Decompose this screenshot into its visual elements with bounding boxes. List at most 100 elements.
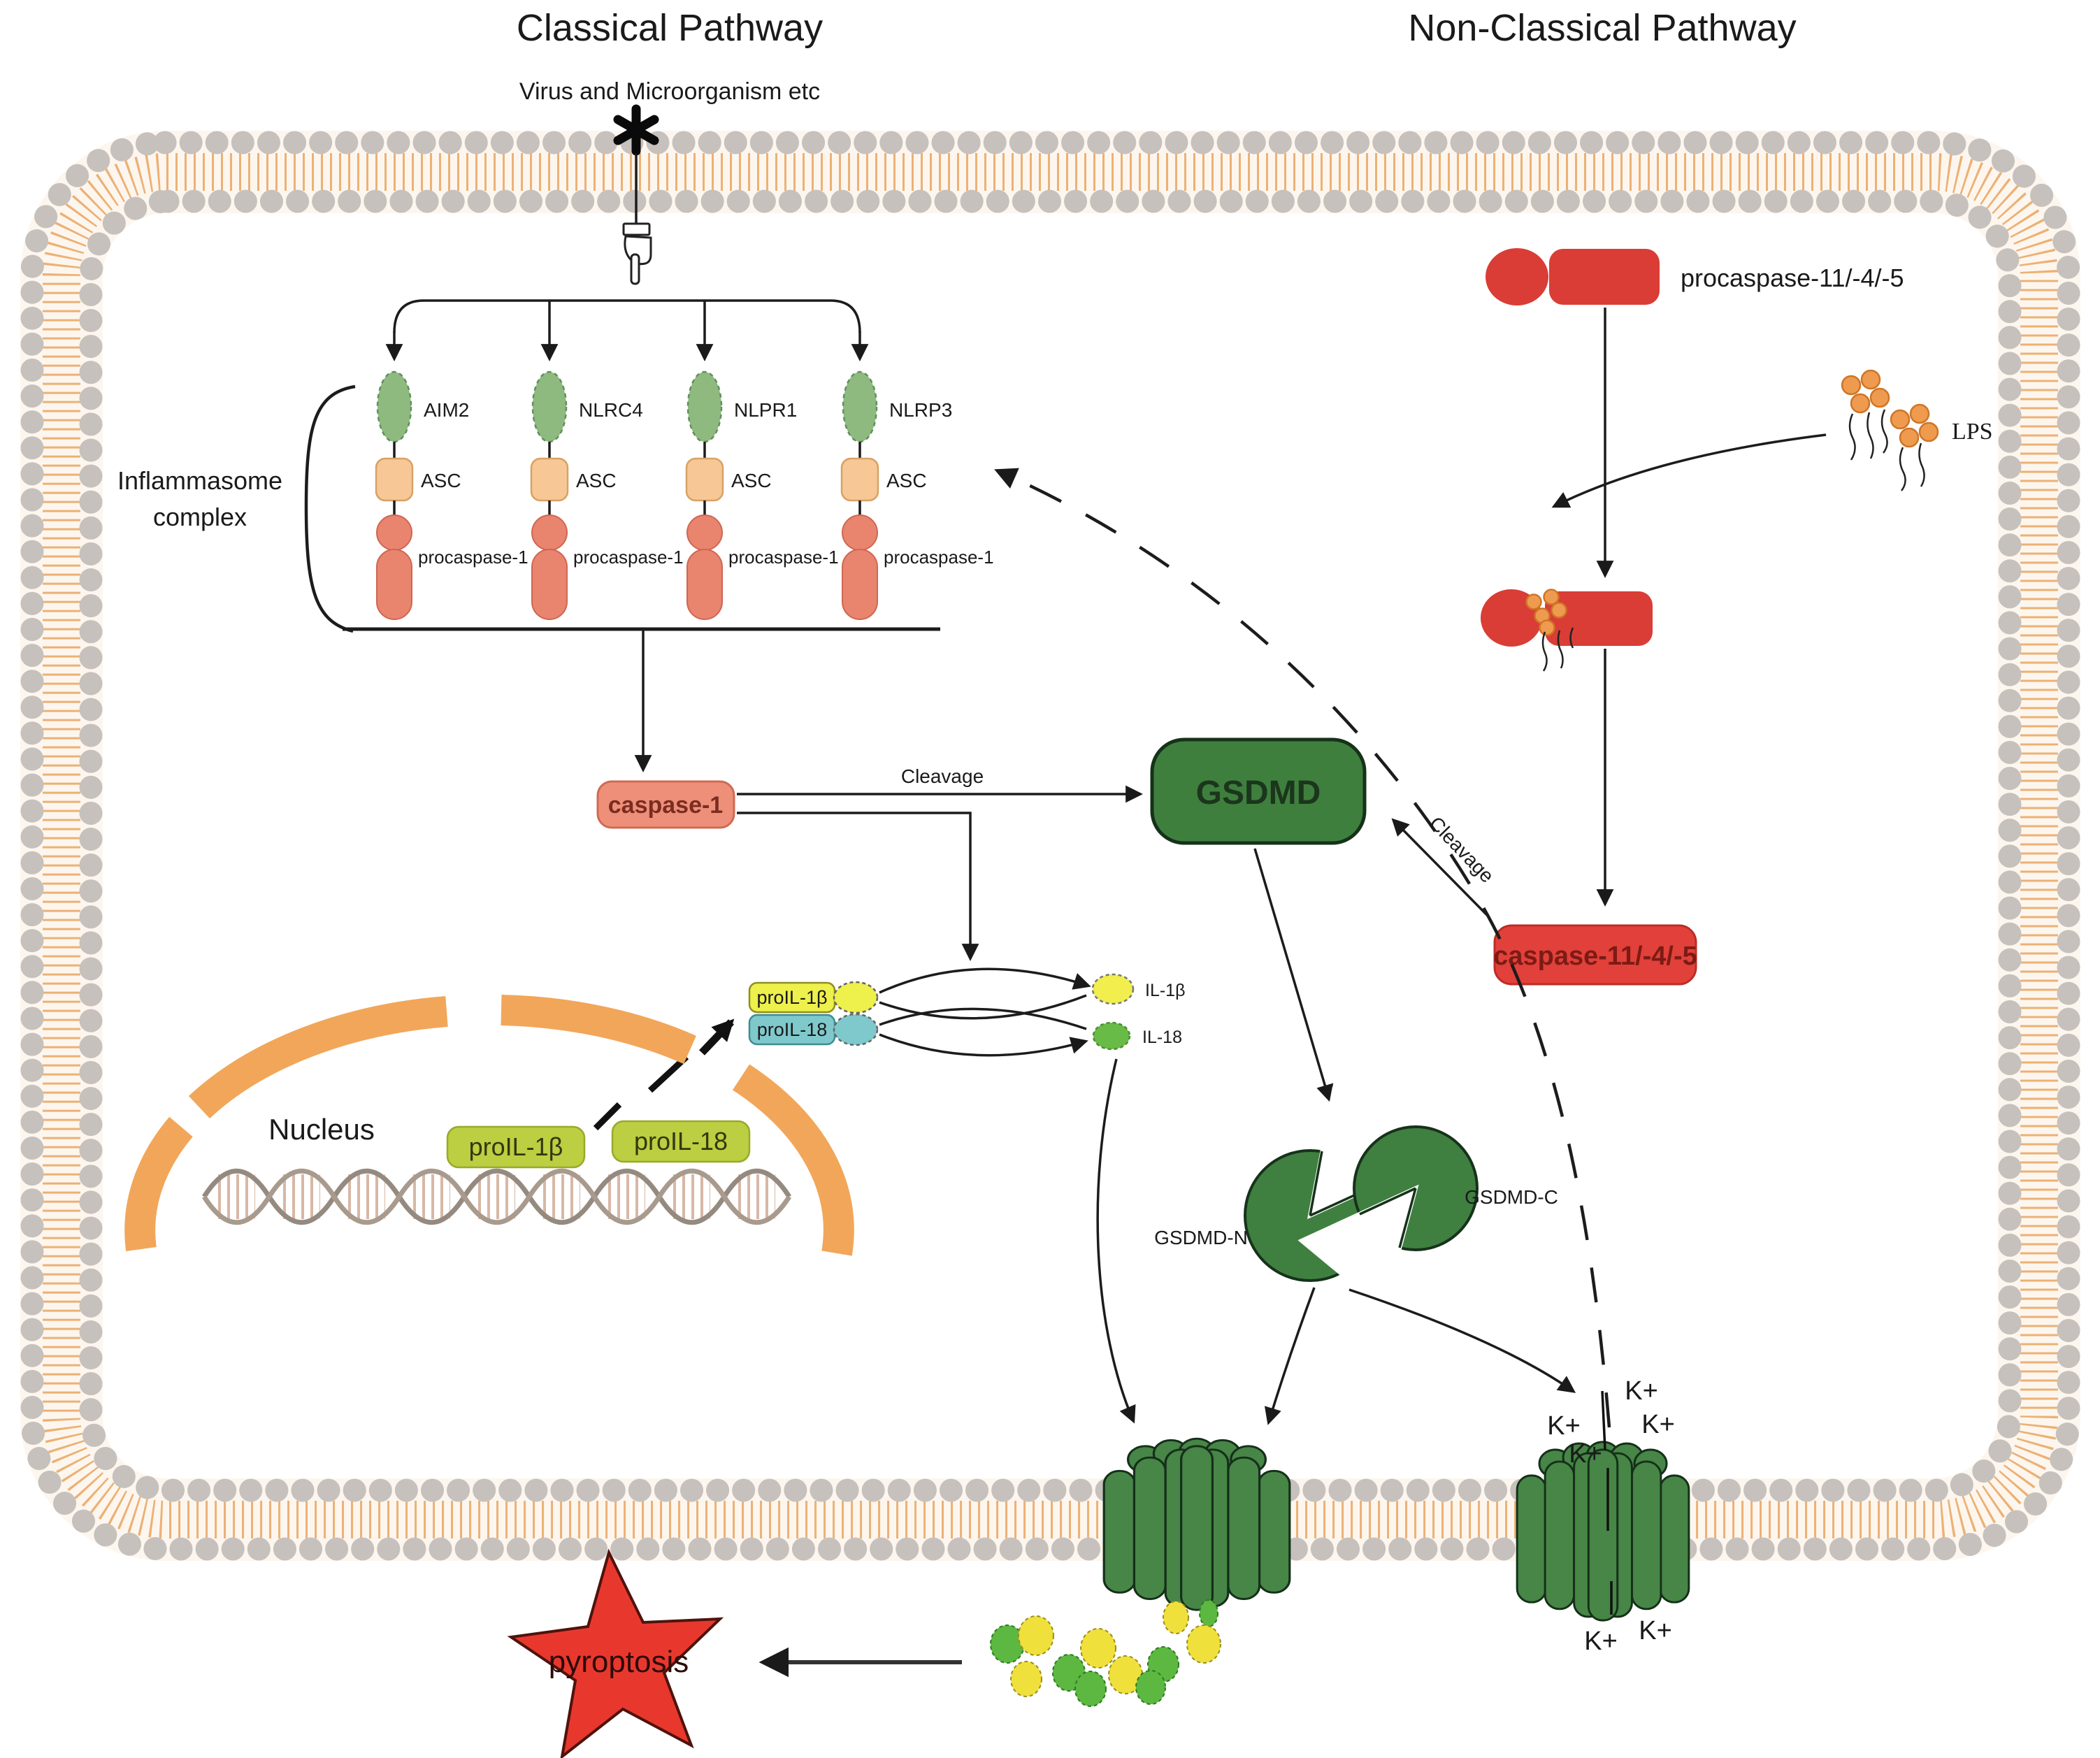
arrow-nucleus-to-proil <box>699 1018 735 1055</box>
procaspase11-label: procaspase-11/-4/-5 <box>1681 264 1904 292</box>
sensor-label: NLRP3 <box>889 399 952 421</box>
dna-strand-1 <box>202 1168 791 1225</box>
inflammasome-label-line2: complex <box>153 503 247 531</box>
asc-shape <box>530 457 569 502</box>
membrane-outer-heads <box>20 131 2080 1561</box>
lps-cluster <box>1841 369 1939 491</box>
il18-dot <box>1092 1021 1131 1051</box>
caspase11-label: caspase-11/-4/-5 <box>1493 942 1697 971</box>
membrane-band <box>20 131 2080 1561</box>
proil18-cyto-complex: proIL-18 <box>748 1013 879 1046</box>
released-dot <box>1163 1601 1189 1634</box>
arrow-caspase11-to-gsdmd <box>1391 818 1490 918</box>
gsdmd-pore-left <box>1102 1437 1291 1611</box>
pyroptosis-label: pyroptosis <box>549 1645 689 1679</box>
arrow-proil18-to-il18 <box>879 1033 1088 1057</box>
inflammasome-label-line1: Inflammasome <box>117 466 282 495</box>
nucleus-proil18-label: proIL-18 <box>634 1127 728 1155</box>
procaspase-head <box>531 514 568 551</box>
sensor-shape <box>686 370 723 443</box>
procaspase-label: procaspase-1 <box>884 547 994 568</box>
dna-helix <box>202 1168 791 1225</box>
nucleus-proil1b-label: proIL-1β <box>469 1132 563 1161</box>
arrow-gsdmdn-to-pore <box>1264 1287 1316 1425</box>
arrow-lps-to-procaspase <box>1551 433 1827 508</box>
lps-label: LPS <box>1952 419 1993 445</box>
released-dot <box>1199 1599 1218 1627</box>
inflammasome-column-aim2: AIM2 ASC procaspase-1 <box>375 370 528 620</box>
cleavage-label-classical: Cleavage <box>901 765 984 787</box>
procaspase-head <box>376 514 412 551</box>
nuclear-envelope <box>124 995 854 1256</box>
gsdmd-label: GSDMD <box>1196 774 1321 812</box>
sensor-shape <box>842 370 878 443</box>
gsdmd-c-fragment <box>1297 1125 1479 1313</box>
arrow-caspase1-to-cytokines <box>737 812 979 961</box>
pyroptosis-star <box>507 1548 724 1758</box>
inflammasome-column-nlrc4: NLRC4 ASC procaspase-1 <box>530 370 684 620</box>
asc-shape <box>685 457 724 502</box>
classical-pathway-title: Classical Pathway <box>517 7 823 49</box>
membrane-inner-heads <box>79 189 2022 1502</box>
kplus-label: K+ <box>1547 1411 1581 1441</box>
kplus-label: K+ <box>1639 1616 1672 1645</box>
procaspase-11-4-5 <box>1486 248 1660 305</box>
membrane-lipid-tails <box>43 153 2058 1539</box>
kplus-tick-top <box>1601 1390 1606 1450</box>
il18-label: IL-18 <box>1142 1028 1182 1047</box>
stimulus-asterisk-icon <box>613 104 659 156</box>
lps-bound-procaspase <box>1481 589 1653 672</box>
sensor-shape <box>376 370 412 443</box>
caspase1-box <box>596 780 735 829</box>
procaspase11-card <box>1486 248 1548 305</box>
nucleus-proil1b-box <box>446 1125 586 1169</box>
classical-pathway-subtitle: Virus and Microorganism etc <box>519 78 820 105</box>
gsdmd-n-label: GSDMD-N <box>1154 1227 1248 1248</box>
arrow-cytokines-to-pore <box>1096 1058 1136 1424</box>
nucleus-proil18-box <box>611 1120 751 1163</box>
gsdmd-pore-right <box>1516 1441 1690 1622</box>
gsdmd-c-label: GSDMD-C <box>1465 1186 1558 1208</box>
cleavage-label-nonclassical: Cleavage <box>1425 812 1498 887</box>
nucleus-export-dash-2 <box>593 1102 622 1131</box>
arrow-gsdmd-to-fragments <box>1253 848 1334 1102</box>
proil18-label: proIL-18 <box>757 1019 828 1040</box>
bound-body <box>1545 591 1653 646</box>
proil1b-domain <box>833 981 879 1014</box>
cycle-arc-il18 <box>879 1007 1087 1030</box>
arrow-gsdmdn-to-kpore <box>1349 1288 1576 1393</box>
procaspase-body <box>842 549 878 620</box>
sensor-shape <box>531 370 568 443</box>
dna-strand-2 <box>202 1168 791 1225</box>
kplus-label: K+ <box>1569 1439 1602 1469</box>
inflammasome-column-nlpr1: NLPR1 ASC procaspase-1 <box>685 370 839 620</box>
cell-membrane <box>20 131 2080 1561</box>
kplus-label: K+ <box>1584 1627 1618 1656</box>
inflammasome-column-nlrp3: NLRP3 ASC procaspase-1 <box>840 370 994 620</box>
non-classical-pathway-title: Non-Classical Pathway <box>1408 7 1796 49</box>
kplus-label: K+ <box>1625 1376 1658 1406</box>
gsdmd-box <box>1150 737 1367 845</box>
procaspase-label: procaspase-1 <box>728 547 839 568</box>
pointing-hand-icon <box>622 222 652 285</box>
caspase11-box <box>1493 924 1697 986</box>
kplus-ions: K+ K+ K+ K+ K+ K+ <box>1547 1376 1675 1656</box>
sensor-label: NLPR1 <box>734 399 797 421</box>
sensor-label: AIM2 <box>424 399 469 421</box>
released-cytokines <box>990 1615 1221 1707</box>
arrow-proil1b-to-il1b <box>879 967 1091 994</box>
procaspase-body <box>686 549 723 620</box>
caspase1-label: caspase-1 <box>608 792 723 819</box>
proil1b-label: proIL-1β <box>756 987 827 1008</box>
procaspase-body <box>531 549 568 620</box>
asc-shape <box>840 457 879 502</box>
procaspase-label: procaspase-1 <box>418 547 528 568</box>
asc-shape <box>375 457 414 502</box>
nucleus: Nucleus proIL-1β proIL-18 <box>124 995 854 1256</box>
procaspase-head <box>686 514 723 551</box>
asc-label: ASC <box>576 470 617 491</box>
asc-label: ASC <box>886 470 927 491</box>
proil18-domain <box>833 1013 879 1046</box>
